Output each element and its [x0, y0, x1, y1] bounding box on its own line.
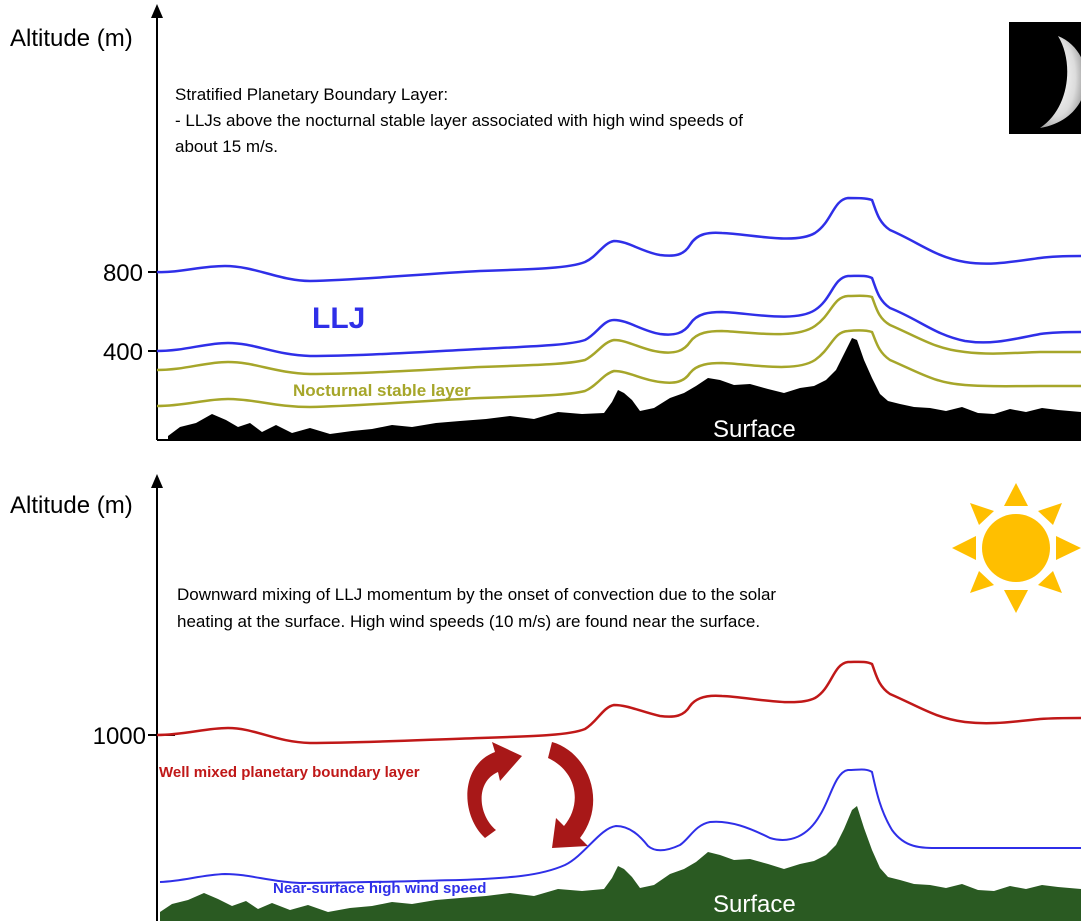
bottom-description-line-2: heating at the surface. High wind speeds…	[177, 612, 760, 631]
sun-icon	[952, 483, 1081, 613]
bottom-y-axis-arrow-icon	[151, 474, 163, 488]
top-axis-title: Altitude (m)	[10, 25, 133, 52]
top-panel: Altitude (m) 800 400 Stratified Planetar…	[10, 4, 1081, 443]
top-description-line-1: Stratified Planetary Boundary Layer:	[175, 85, 448, 104]
top-y-axis-arrow-icon	[151, 4, 163, 18]
stable-layer-line-lower	[156, 329, 1081, 409]
llj-lower-line	[156, 274, 1081, 358]
llj-upper-line	[156, 196, 1081, 283]
night-surface-terrain	[168, 338, 1081, 440]
mixed-layer-label: Well mixed planetary boundary layer	[159, 764, 420, 781]
top-description: Stratified Planetary Boundary Layer: - L…	[175, 85, 748, 156]
stable-layer-label: Nocturnal stable layer	[293, 381, 471, 400]
stable-layer-line-upper	[156, 294, 1081, 376]
convection-arrows-icon	[467, 742, 594, 848]
tick-label-400: 400	[103, 339, 143, 366]
top-description-line-2: - LLJs above the nocturnal stable layer …	[175, 111, 743, 130]
tick-label-1000: 1000	[93, 723, 146, 750]
bottom-description-line-1: Downward mixing of LLJ momentum by the o…	[177, 585, 776, 604]
night-surface-label: Surface	[713, 416, 796, 443]
moon-icon	[1009, 22, 1081, 134]
mixed-layer-top-line	[156, 660, 1081, 745]
day-surface-terrain	[160, 806, 1081, 921]
near-surface-wind-line	[159, 768, 1081, 885]
day-surface-label: Surface	[713, 891, 796, 918]
near-surface-label: Near-surface high wind speed	[273, 880, 486, 897]
top-description-line-3: about 15 m/s.	[175, 137, 278, 156]
llj-label: LLJ	[312, 302, 365, 335]
tick-label-800: 800	[103, 260, 143, 287]
bottom-axis-title: Altitude (m)	[10, 492, 133, 519]
bottom-panel: Altitude (m) 1000 Downward mixing of LLJ…	[10, 474, 1081, 921]
bottom-description: Downward mixing of LLJ momentum by the o…	[177, 585, 781, 631]
